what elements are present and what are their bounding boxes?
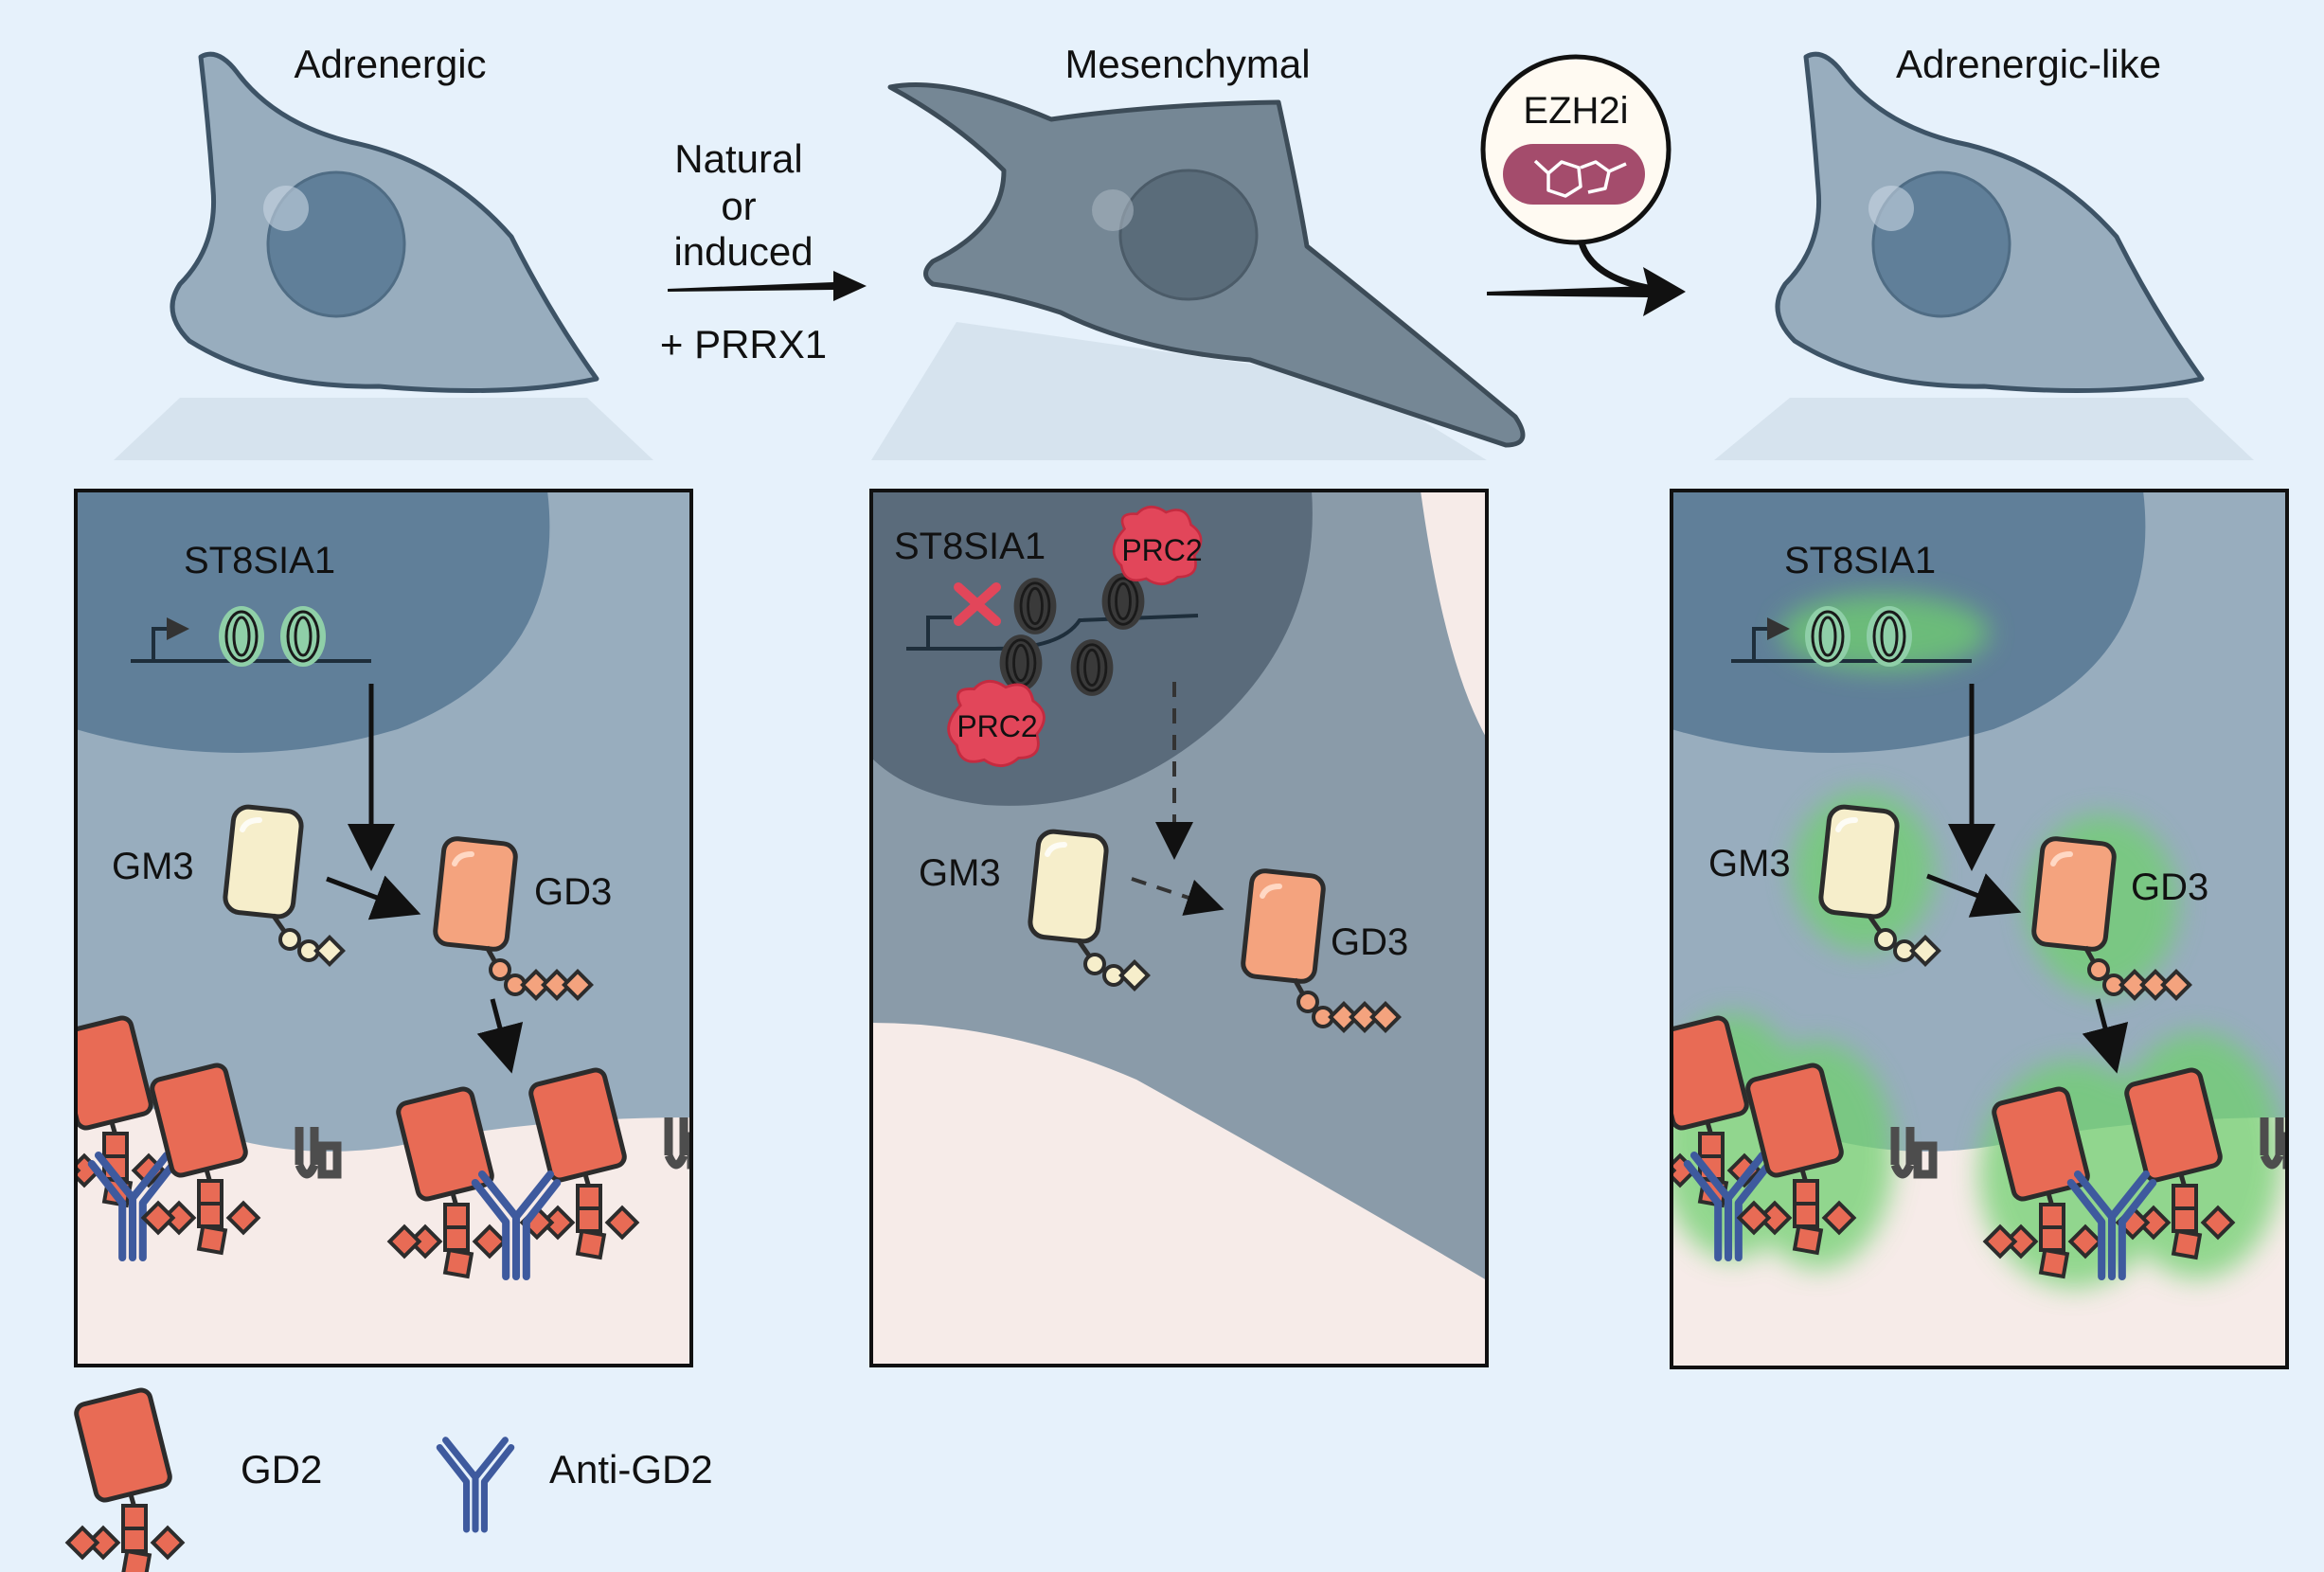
gene-label-right: ST8SIA1 [1784,540,1936,581]
projection-cone-left [114,398,653,460]
transition-factor-prrx1: + PRRX1 [660,322,827,366]
gene-label-left: ST8SIA1 [184,540,335,581]
ezh2i-inhibitor-icon [1480,54,1671,245]
panel-adrenergic [74,489,693,1367]
transition-arrow-1 [668,271,867,301]
adrenergic-cell-icon [170,51,599,393]
gd3-label-middle: GD3 [1331,921,1408,963]
legend-gd2-label: GD2 [241,1447,322,1492]
gm3-label-middle: GM3 [919,852,1001,894]
prc2-label-bottom: PRC2 [956,709,1037,743]
stage-title-adrenergic-like: Adrenergic-like [1896,42,2161,86]
panel-adrenergic-like [1670,489,2289,1369]
gm3-label-right: GM3 [1708,843,1791,884]
mesenchymal-cell-icon [887,82,1526,448]
prc2-label-top: PRC2 [1121,533,1202,567]
projection-cone-right [1714,398,2254,460]
projection-cone-middle [871,322,1487,460]
stage-title-adrenergic: Adrenergic [294,42,486,86]
drug-connector [1578,241,1649,292]
adrenergic-like-cell-icon [1775,51,2205,393]
drug-label-ezh2i: EZH2i [1523,90,1628,132]
stage-title-mesenchymal: Mesenchymal [1064,42,1310,86]
transition-text-induced: induced [673,229,813,274]
transition-arrow-2 [1487,267,1686,316]
panel-mesenchymal [869,489,1489,1367]
legend-antibody-icon [439,1440,510,1529]
gd3-label-left: GD3 [534,871,612,913]
gm3-label-left: GM3 [112,846,194,887]
transition-text-or: or [721,184,756,228]
transition-text-natural: Natural [674,136,802,181]
legend-antibody-label: Anti-GD2 [549,1447,713,1492]
legend-gd2-icon [67,1388,182,1572]
gene-label-middle: ST8SIA1 [894,526,1046,567]
gd3-label-right: GD3 [2131,866,2208,908]
